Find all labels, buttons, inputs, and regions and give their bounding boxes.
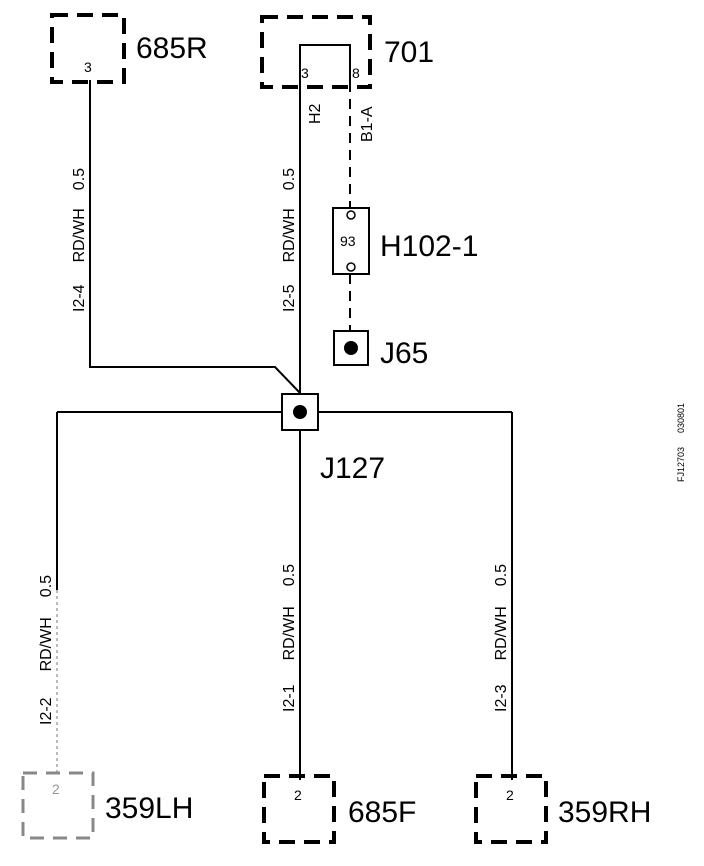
h102-1-label: H102-1 — [380, 230, 478, 263]
splice-j65: J65 — [333, 330, 428, 370]
wire-label-i2-5-text: I2-5RD/WH0.5 — [281, 168, 298, 312]
wire-label-i2-1: I2-1RD/WH0.5 — [281, 564, 298, 712]
wire-label-i2-2-text: I2-2RD/WH0.5 — [38, 575, 55, 725]
figure-code: FJ12703030801 — [676, 403, 686, 482]
splice-j127: J127 — [281, 393, 385, 485]
wire-label-b1-a-text: B1-A — [359, 106, 376, 142]
connector-359lh-label: 359LH — [105, 792, 193, 825]
connector-685f-label: 685F — [348, 796, 416, 829]
connector-685f-pin: 2 — [294, 787, 302, 803]
connector-685r-pin: 3 — [84, 59, 92, 75]
wire-label-b1-a: B1-A — [359, 106, 376, 142]
connector-359rh-label: 359RH — [558, 796, 651, 829]
h102-1-pin: 93 — [340, 233, 356, 249]
connector-685r-label: 685R — [136, 32, 208, 65]
j127-label: J127 — [320, 452, 385, 485]
wire-label-h2-text: H2 — [307, 103, 324, 124]
connector-685r-shell — [50, 13, 126, 84]
connector-701-bridge — [299, 44, 351, 82]
j127-dot — [293, 405, 307, 419]
wire-label-h2: H2 — [307, 103, 324, 124]
figure-code-text: FJ12703030801 — [676, 403, 686, 482]
j65-label: J65 — [380, 337, 428, 370]
component-h102-1: 93 H102-1 — [332, 207, 478, 275]
connector-359lh: 2 359LH — [21, 771, 193, 840]
wire-label-i2-4: I2-4RD/WH0.5 — [71, 168, 88, 312]
connector-701-pin-8: 8 — [352, 65, 360, 81]
wire-i2-4 — [89, 80, 301, 394]
connector-685f: 2 685F — [262, 774, 416, 844]
wire-label-i2-3-text: I2-3RD/WH0.5 — [493, 564, 510, 712]
h102-1-terminal-bottom — [346, 262, 356, 272]
wire-label-i2-1-text: I2-1RD/WH0.5 — [281, 564, 298, 712]
connector-701-pin-3: 3 — [301, 65, 309, 81]
j65-dot — [344, 341, 358, 355]
wire-label-i2-5: I2-5RD/WH0.5 — [281, 168, 298, 312]
connector-701: 3 8 701 — [260, 15, 434, 89]
connector-359lh-pin: 2 — [52, 781, 60, 797]
connector-359rh-pin: 2 — [506, 787, 514, 803]
connector-359lh-shell — [21, 771, 95, 840]
connector-685r: 3 685R — [50, 13, 208, 84]
h102-1-terminal-top — [346, 210, 356, 220]
connector-359rh: 2 359RH — [474, 774, 651, 844]
wire-label-i2-3: I2-3RD/WH0.5 — [493, 564, 510, 712]
connector-359rh-shell — [474, 774, 548, 844]
connector-701-shell — [260, 15, 372, 89]
connector-685f-shell — [262, 774, 336, 844]
wire-label-i2-2: I2-2RD/WH0.5 — [38, 575, 55, 725]
connector-701-label: 701 — [384, 36, 434, 69]
wire-label-i2-4-text: I2-4RD/WH0.5 — [71, 168, 88, 312]
